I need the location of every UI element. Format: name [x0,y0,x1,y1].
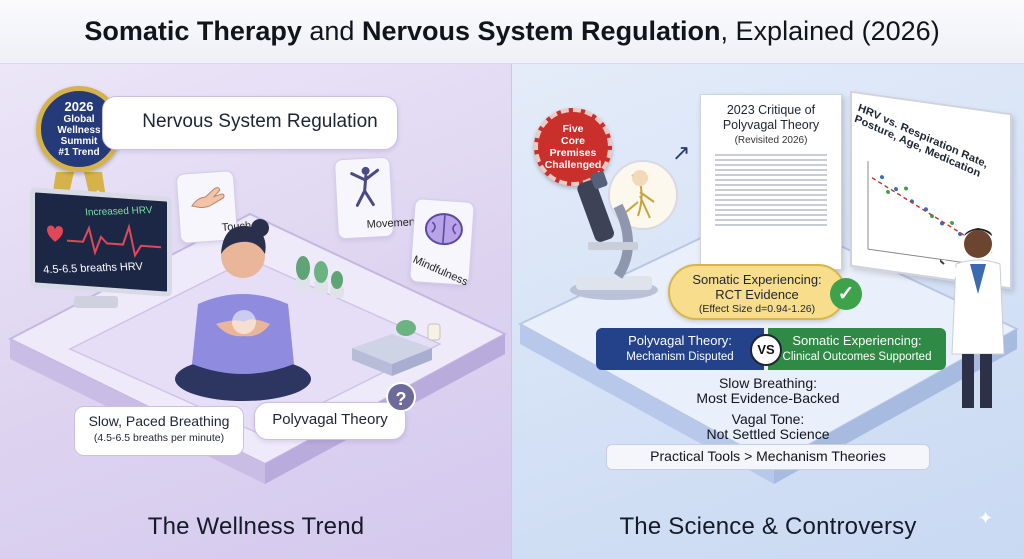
title-part-somatic: Somatic Therapy [84,16,302,46]
somatic-box-sub: Clinical Outcomes Supported [782,351,932,363]
meditating-person [175,219,311,401]
page-title: Somatic Therapy and Nervous System Regul… [0,0,1024,64]
hrv-monitor: Increased HRV 4.5-6.5 breaths HRV [30,187,172,297]
badge-line: Summit [60,136,98,147]
seal-line: Core [561,135,585,147]
rct-line2: RCT Evidence [715,287,799,302]
science-controversy-panel: Five Core Premises Challenged ↗ 2023 Cri… [512,64,1024,559]
title-part-explained: , Explained (2026) [720,16,940,46]
microscope-icon [570,172,658,300]
question-mark-icon: ? [386,382,416,412]
touch-card: Touch [175,170,252,244]
practical-tools-banner: Practical Tools > Mechanism Theories [606,444,930,470]
vagal-tone-line2: Not Settled Science [706,426,830,442]
badge-line: Global [63,114,95,125]
scientist [940,228,1005,408]
somatic-supported-box: Somatic Experiencing: Clinical Outcomes … [768,328,946,370]
breathing-subtitle: (4.5-6.5 breaths per minute) [93,432,225,444]
breathing-title: Slow, Paced Breathing [88,413,230,429]
paper-title-line2: Polyvagal Theory [722,118,820,132]
nervous-system-regulation-label: Nervous System Regulation [102,96,398,150]
heartbeat-line [47,223,161,259]
heart-icon [47,225,63,242]
badge-year: 2026 [64,99,94,114]
title-part-and: and [301,16,362,46]
badge-line: #1 Trend [58,147,100,158]
slow-paced-breathing-label: Slow, Paced Breathing (4.5-6.5 breaths p… [74,406,244,456]
polyvagal-box-sub: Mechanism Disputed [626,351,734,363]
polyvagal-box-title: Polyvagal Theory: [628,333,732,348]
vs-comparison: Polyvagal Theory: Mechanism Disputed Som… [596,328,946,370]
sparkle-icon: ✦ [978,508,994,528]
wellness-trend-title: The Wellness Trend [147,513,365,540]
movement-figure-icon [350,166,380,207]
rct-line1: Somatic Experiencing: [692,272,822,287]
movement-card: Movement [333,156,418,240]
vagal-tone-line1: Vagal Tone: [731,411,805,427]
vagal-tone-banner: Vagal Tone: Not Settled Science [512,412,1024,442]
plants [296,256,344,298]
nerve-icon [625,170,655,219]
paper-subtitle: (Revisited 2026) [734,135,808,146]
seal-line: Challenged [544,159,602,171]
somatic-box-title: Somatic Experiencing: [792,333,922,348]
title-part-nervous: Nervous System Regulation [361,16,721,46]
brain-icon [424,213,463,246]
towel-and-candle [352,320,441,376]
paper-text-lines [715,154,827,226]
rct-line3: (Effect Size d=0.94-1.26) [698,303,816,315]
check-icon: ✓ [830,278,862,310]
arrow-icon: ↗ [672,140,691,165]
wellness-trend-panel: 2026 Global Wellness Summit #1 Trend Ner… [0,64,512,559]
slow-breathing-line1: Slow Breathing: [718,375,818,391]
seal-line: Premises [549,147,597,159]
seal-line: Five [562,123,584,135]
paper-title-line1: 2023 Critique of [726,103,816,117]
mindfulness-card: Mindfulness [409,198,475,288]
monitor-stand [74,296,118,308]
slow-breathing-banner: Slow Breathing: Most Evidence-Backed [512,376,1024,406]
polyvagal-theory-label: Polyvagal Theory [254,402,406,440]
polyvagal-disputed-box: Polyvagal Theory: Mechanism Disputed [596,328,764,370]
rct-evidence-badge: Somatic Experiencing: RCT Evidence (Effe… [668,264,846,320]
hand-icon [191,187,225,209]
science-controversy-title: The Science & Controversy [619,513,917,540]
badge-line: Wellness [57,125,101,136]
critique-paper: 2023 Critique of Polyvagal Theory (Revis… [700,94,842,270]
slow-breathing-line2: Most Evidence-Backed [696,390,840,406]
monitor-top-text: Increased HRV [84,205,154,219]
vs-badge: VS [750,334,782,366]
monitor-bottom-text: 4.5-6.5 breaths HRV [42,260,144,277]
